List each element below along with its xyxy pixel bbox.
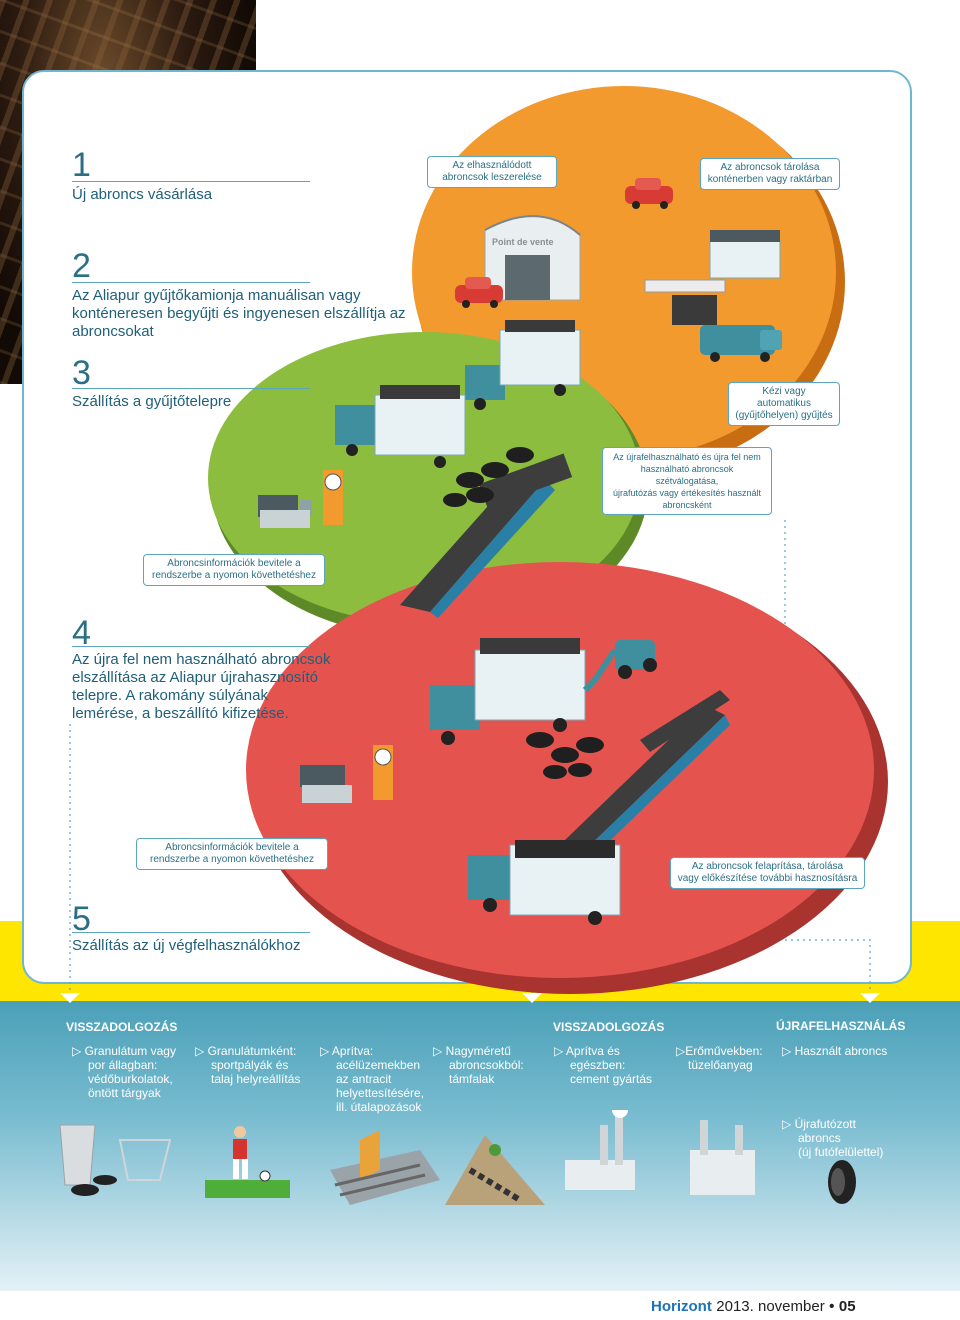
red-car-icon bbox=[625, 178, 673, 209]
end-use-illustrations bbox=[59, 1110, 856, 1205]
tire-pile bbox=[526, 732, 604, 779]
svg-text:Point de vente: Point de vente bbox=[492, 237, 554, 247]
steel-plant-icon bbox=[330, 1130, 440, 1205]
football-player-icon bbox=[205, 1126, 290, 1198]
step-5-text: Szállítás az új végfelhasználókhoz bbox=[72, 937, 301, 954]
operator-desk-icon bbox=[300, 765, 352, 803]
sorting-conveyor bbox=[400, 453, 573, 618]
footer: Horizont 2013. november • 05 bbox=[651, 1298, 856, 1316]
granulate-truck-icon bbox=[468, 840, 621, 925]
panel-notches bbox=[60, 993, 880, 1003]
collection-truck-icon bbox=[335, 385, 466, 468]
step-4-line bbox=[72, 646, 310, 647]
power-plant-icon bbox=[690, 1120, 755, 1195]
tire-canopy bbox=[644, 279, 726, 325]
step-2-number: 2 bbox=[72, 247, 91, 285]
item-aprítva-acel: ▷ Aprítva: acélüzemekben az antracit hel… bbox=[320, 1044, 425, 1114]
item-granulatum-sportpalya: ▷ Granulátumként: sportpályák és talaj h… bbox=[195, 1044, 301, 1086]
item-hasznalt-abroncs: ▷ Használt abroncs bbox=[782, 1044, 888, 1058]
collection-truck-icon bbox=[465, 320, 581, 410]
step-3-text: Szállítás a gyűjtőtelepre bbox=[72, 393, 232, 410]
scale-icon bbox=[323, 470, 343, 525]
green-disk bbox=[208, 332, 640, 624]
shredder-conveyor bbox=[565, 690, 730, 858]
transport-truck-icon bbox=[430, 638, 586, 745]
retaining-wall-icon bbox=[445, 1135, 545, 1205]
van-icon bbox=[700, 325, 782, 362]
cement-plant-icon bbox=[565, 1110, 635, 1190]
step-1-text: Új abroncs vásárlása bbox=[72, 186, 213, 203]
operator-desk-icon bbox=[258, 495, 312, 528]
footer-page: 05 bbox=[838, 1298, 856, 1315]
step-2-text: Az Aliapur gyűjtőkamionja manuálisan vag… bbox=[72, 287, 406, 340]
step-3-line bbox=[72, 388, 310, 389]
step-5-number: 5 bbox=[72, 900, 91, 938]
step-4-number: 4 bbox=[72, 614, 91, 652]
category-visszadolgozas-1: VISSZADOLGOZÁS bbox=[66, 1020, 178, 1034]
footer-brand: Horizont bbox=[651, 1298, 712, 1315]
step-3-number: 3 bbox=[72, 354, 91, 392]
tire-container bbox=[709, 230, 781, 279]
scale-icon bbox=[373, 745, 393, 800]
category-ujrafelhasznalas: ÚJRAFELHASZNÁLÁS bbox=[776, 1019, 906, 1033]
item-cement: ▷ Aprítva és egészben: cement gyártás bbox=[554, 1044, 653, 1086]
item-eromuvek: ▷Erőművekben: tüzelőanyag bbox=[676, 1044, 763, 1072]
footer-bullet: • bbox=[829, 1298, 835, 1315]
point-de-vente-building: Point de vente bbox=[484, 215, 581, 301]
step-2-line bbox=[72, 282, 310, 283]
red-car-icon bbox=[455, 277, 503, 308]
retreaded-tire-icon bbox=[828, 1160, 856, 1204]
category-visszadolgozas-2: VISSZADOLGOZÁS bbox=[553, 1020, 665, 1034]
loader-icon bbox=[582, 640, 657, 693]
step-1-number: 1 bbox=[72, 146, 91, 184]
tire-pile bbox=[443, 447, 534, 507]
callout-kezi-gyujtes: Kézi vagy automatikus(gyűjtőhelyen) gyűj… bbox=[728, 382, 840, 426]
item-ujrafutozott: ▷ Újrafutózott abroncs (új futófelülette… bbox=[782, 1117, 884, 1159]
step-1-line bbox=[72, 181, 310, 182]
item-granulatum-por: ▷ Granulátum vagy por állagban: védőburk… bbox=[72, 1044, 176, 1100]
item-tamfalak: ▷ Nagyméretű abroncsokból: támfalak bbox=[433, 1044, 524, 1086]
waste-bin-icon bbox=[59, 1124, 172, 1196]
step-5-line bbox=[72, 932, 310, 933]
footer-date: 2013. november bbox=[716, 1298, 825, 1315]
